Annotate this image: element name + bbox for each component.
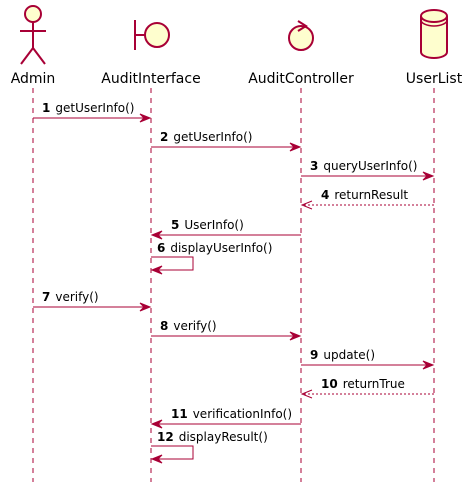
message-number: 2 [160,130,168,144]
message-label: 12 displayResult() [157,430,268,444]
message-4: 4 returnResult [300,188,434,210]
message-5: 5 UserInfo() [150,218,301,240]
message-number: 7 [42,290,50,304]
message-text: returnTrue [343,377,405,391]
message-12: 12 displayResult() [150,430,268,464]
message-text: queryUserInfo() [323,159,417,173]
message-8: 8 verify() [151,319,302,341]
message-number: 3 [310,159,318,173]
actor-icon [20,5,46,65]
message-text: update() [323,348,375,362]
message-text: verify() [55,290,98,304]
message-number: 8 [160,319,168,333]
message-7: 7 verify() [33,290,152,312]
message-2: 2 getUserInfo() [151,130,302,152]
message-11: 11 verificationInfo() [150,407,301,429]
participant-label-audit-controller: AuditController [248,71,354,87]
message-6: 6 displayUserInfo() [150,241,272,275]
message-number: 12 [157,430,174,444]
message-label: 10 returnTrue [321,377,405,391]
message-label: 8 verify() [160,319,217,333]
message-number: 1 [42,101,50,115]
message-label: 11 verificationInfo() [171,407,292,421]
message-9: 9 update() [301,348,435,370]
message-label: 9 update() [310,348,375,362]
message-text: displayResult() [179,430,268,444]
message-text: getUserInfo() [173,130,252,144]
participant-label-user-list: UserList [406,71,463,87]
messages: 1 getUserInfo() 2 getUserInfo() 3 queryUserIn… [33,101,435,464]
message-text: UserInfo() [184,218,243,232]
message-text: verificationInfo() [193,407,292,421]
message-text: verify() [173,319,216,333]
message-number: 4 [321,188,329,202]
message-number: 6 [157,241,165,255]
message-label: 4 returnResult [321,188,408,202]
message-3: 3 queryUserInfo() [301,159,435,181]
message-number: 5 [171,218,179,232]
message-number: 9 [310,348,318,362]
message-text: displayUserInfo() [170,241,272,255]
message-label: 6 displayUserInfo() [157,241,272,255]
database-icon [420,9,448,59]
message-number: 11 [171,407,188,421]
message-1: 1 getUserInfo() [33,101,152,123]
participant-label-audit-interface: AuditInterface [101,71,200,87]
message-label: 2 getUserInfo() [160,130,253,144]
message-label: 7 verify() [42,290,99,304]
participant-label-admin: Admin [11,71,56,87]
message-label: 3 queryUserInfo() [310,159,417,173]
boundary-icon [134,20,170,50]
message-text: returnResult [334,188,408,202]
message-label: 1 getUserInfo() [42,101,135,115]
message-10: 10 returnTrue [300,377,434,399]
control-icon [288,20,314,51]
participant-headers: Admin AuditInterface AuditController UserLi… [11,5,463,87]
message-label: 5 UserInfo() [171,218,244,232]
message-number: 10 [321,377,338,391]
message-text: getUserInfo() [55,101,134,115]
